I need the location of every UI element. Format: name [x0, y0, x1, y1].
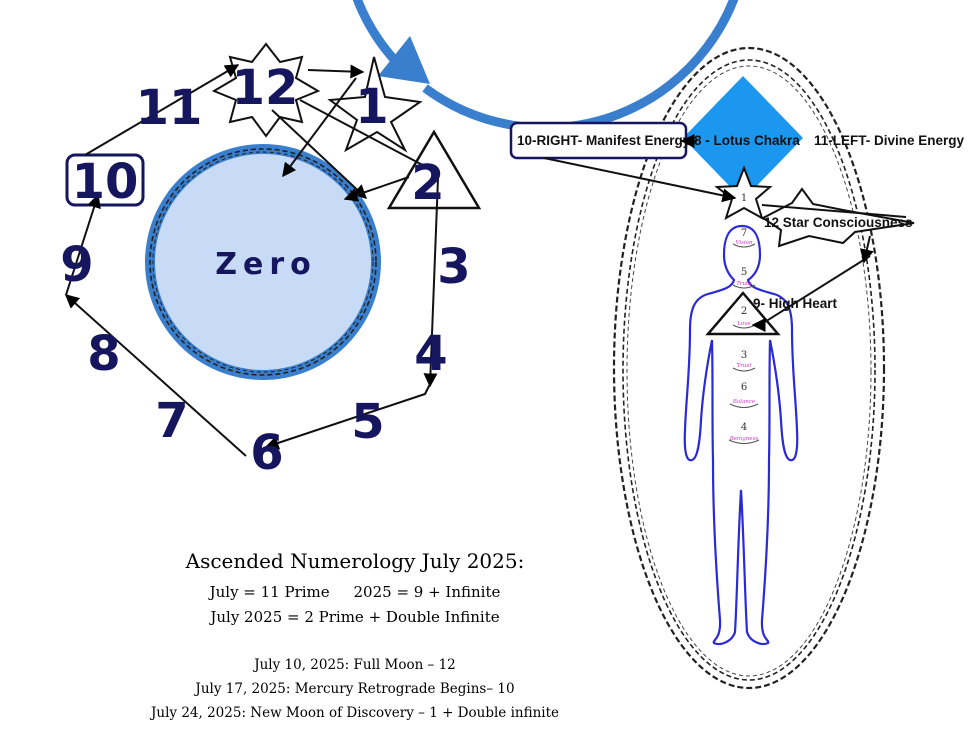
aura-outer [612, 46, 886, 690]
caption-line: July = 11 Prime 2025 = 9 + Infinite [209, 583, 501, 601]
chakra-number: 4 [741, 422, 747, 433]
caption-title: Ascended Numerology July 2025: [185, 549, 525, 573]
chakra-number: 3 [741, 350, 747, 361]
chakra-markers: 1 7 Vision 5 Truth 2 Love 3 Trust 6 Bala… [728, 193, 760, 444]
number-8: 8 [87, 326, 120, 382]
chakra-arc [732, 243, 756, 248]
body-arrows [543, 134, 907, 332]
numerology-wheel: Zero 1 2 3 4 5 6 7 8 9 10 11 12 [60, 0, 739, 481]
heart-triangle-icon [705, 291, 781, 336]
center-label: Zero [215, 247, 317, 282]
caption-line: July 24, 2025: New Moon of Discovery – 1… [150, 705, 560, 721]
chakra-word: Love [736, 321, 751, 327]
chakra-word: Balance [732, 399, 756, 405]
divine-energy-label: 11-LEFT- Divine Energy [814, 133, 965, 148]
outer-ring-arrowhead-icon [378, 36, 430, 84]
chakra-arc [729, 403, 759, 408]
lotus-diamond-icon [683, 76, 803, 200]
number-4: 4 [414, 326, 447, 382]
number-5: 5 [351, 394, 384, 450]
outer-ring [352, 0, 739, 133]
inner-circle-fill [155, 154, 371, 370]
inner-circle-dashed [149, 148, 377, 376]
human-silhouette [683, 224, 799, 646]
chakra-word: Beingness [729, 436, 759, 442]
number-9: 9 [60, 237, 93, 293]
star-icon [327, 56, 423, 153]
chakra-arc [732, 367, 756, 372]
chakra-word: Vision [735, 240, 753, 246]
aura-inner-2 [626, 65, 872, 677]
star-consciousness-label: 12 Star Consciousness [764, 215, 913, 230]
chakra-arc [728, 439, 760, 444]
caption-line: July 2025 = 2 Prime + Double Infinite [210, 608, 500, 626]
chakra-arc [732, 284, 756, 289]
number-1: 1 [355, 79, 388, 135]
chakra-number: 7 [741, 228, 747, 239]
inner-circle-dashed-2 [152, 151, 374, 373]
number-7: 7 [155, 393, 188, 449]
crown-star-icon [714, 165, 773, 221]
chakra-number: 2 [741, 306, 747, 317]
number-6: 6 [250, 425, 283, 481]
triangle-icon [386, 129, 482, 210]
number-2: 2 [411, 155, 444, 211]
chakra-word: Trust [737, 363, 753, 369]
aura-inner [622, 59, 876, 681]
number-3: 3 [437, 239, 470, 295]
chakra-number: 5 [741, 267, 747, 278]
number-11: 11 [136, 80, 203, 136]
number-12: 12 [232, 60, 299, 116]
box-icon [65, 153, 145, 207]
chakra-word: Truth [736, 281, 752, 287]
caption-line: July 10, 2025: Full Moon – 12 [254, 657, 456, 673]
manifest-energy-label: 10-RIGHT- Manifest Energy [517, 133, 691, 148]
chakra-number: 1 [741, 193, 747, 204]
caption-line: July 17, 2025: Mercury Retrograde Begins… [195, 681, 515, 697]
lotus-chakra-label: 8 - Lotus Chakra [694, 133, 800, 148]
chakra-number: 6 [741, 382, 747, 393]
body-chakra-figure: 1 7 Vision 5 Truth 2 Love 3 Trust 6 Bala… [509, 46, 965, 690]
number-10: 10 [72, 154, 139, 210]
star-consciousness-icon [761, 187, 915, 248]
connection-arrows [64, 64, 439, 457]
